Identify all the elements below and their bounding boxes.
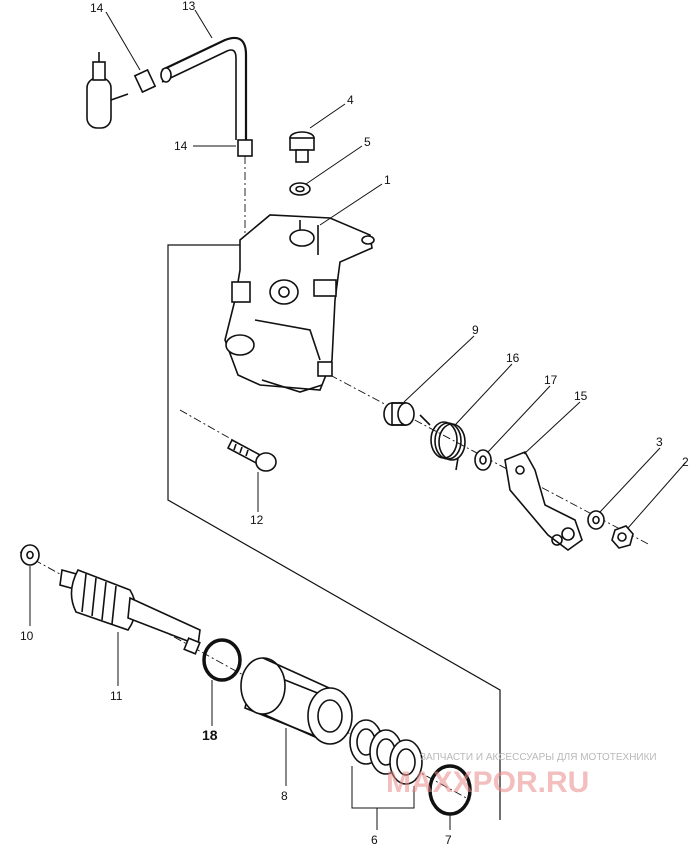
lever-washer [587,510,605,530]
callout-5: 5 [364,135,371,149]
watermark-caption: ЗАПЧАСТИ И АКСЕССУАРЫ ДЛЯ МОТОТЕХНИКИ [420,752,657,763]
callout-17: 17 [544,373,558,387]
callout-3: 3 [656,435,663,449]
callout-12: 12 [250,513,264,527]
callout-18: 18 [202,727,218,743]
callout-4: 4 [347,93,354,107]
callout-15: 15 [574,389,588,403]
callout-2: 2 [682,455,689,469]
callout-14-lower: 14 [174,139,188,153]
hose-clamp-upper [133,68,157,94]
callout-16: 16 [506,351,520,365]
drive-gear-shaft [59,568,201,655]
watermark: ЗАПЧАСТИ И АКСЕССУАРЫ ДЛЯ МОТОТЕХНИКИ MA… [386,752,657,799]
bushing [383,402,415,426]
mounting-screw [226,438,277,472]
callout-7: 7 [445,833,452,844]
control-lever [504,450,583,551]
thrust-washer [474,449,492,471]
callout-8: 8 [281,789,288,803]
o-ring-small [202,638,242,682]
callout-1: 1 [384,173,391,187]
banjo-bolt [289,131,315,163]
oil-pump-body [224,214,375,393]
sealing-washer [289,182,311,196]
leader-lines [29,9,687,830]
pump-sleeve [240,657,353,745]
callout-10: 10 [20,629,34,643]
oil-delivery-hose [160,36,248,140]
shaft-washer [20,544,40,566]
return-spring [419,414,466,471]
assembly-frame [167,244,501,820]
watermark-logo: MAXXPOR.RU [386,766,589,799]
callout-11: 11 [110,689,123,703]
injector-plug [86,52,129,129]
callout-14-top: 14 [90,1,104,15]
lock-nut [611,525,634,549]
callout-6: 6 [371,833,378,844]
callouts: 14 13 14 4 5 1 9 16 17 15 3 2 12 10 11 1… [20,0,689,844]
shim-set [349,719,423,830]
callout-9: 9 [472,323,479,337]
callout-13: 13 [182,0,196,13]
hose-clamp-lower [237,139,253,157]
